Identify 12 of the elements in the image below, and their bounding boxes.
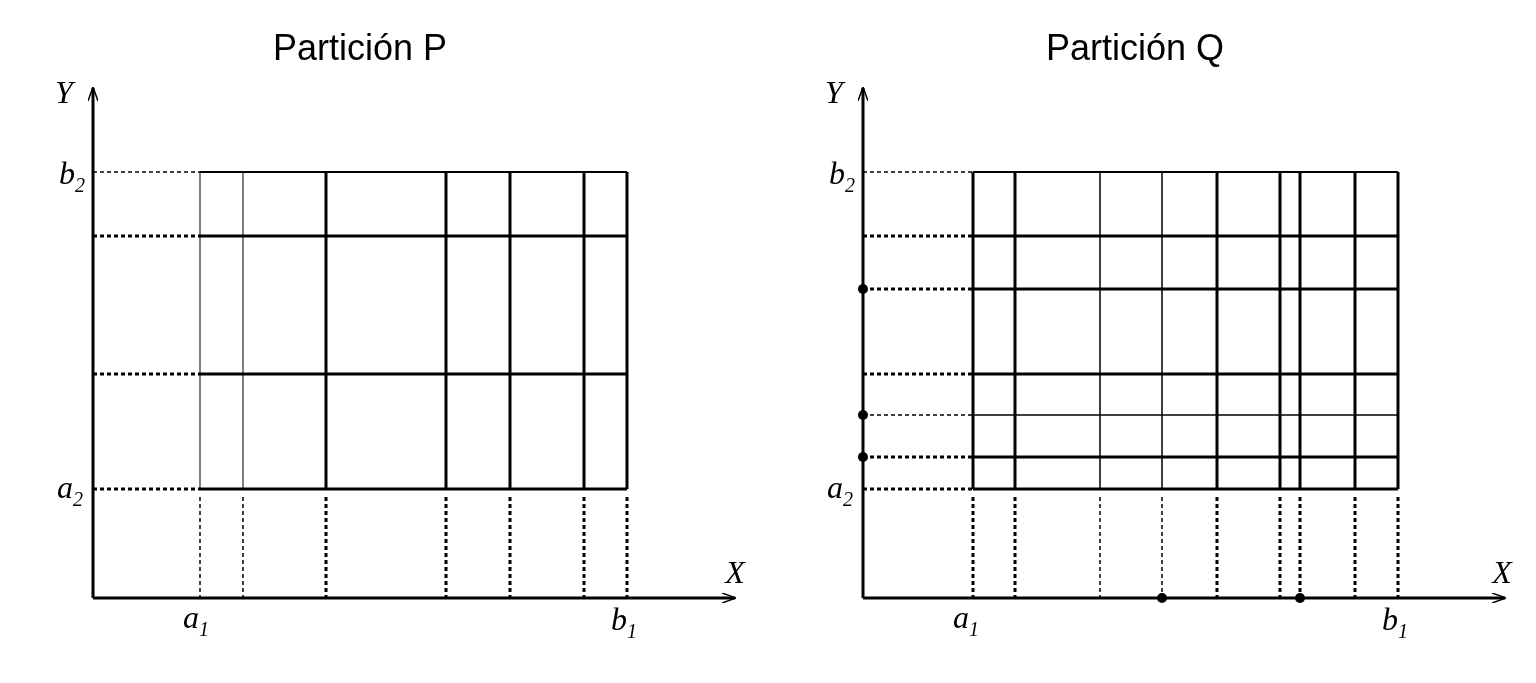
tick-label: b$_{1}$ [1382,603,1408,641]
tick-label: b$_{2}$ [829,157,855,195]
axis-label: X [1492,556,1512,588]
tick-label: b$_{1}$ [611,603,637,641]
tick-label: a$_{1}$ [183,601,209,639]
panel-title: Partición Q [1045,30,1225,66]
axis-label: X [725,556,745,588]
tick-label: b$_{2}$ [59,157,85,195]
tick-label: a$_{2}$ [57,471,83,509]
tick-label: a$_{1}$ [953,601,979,639]
panel-title: Partición P [272,30,448,66]
tick-label: a$_{2}$ [827,471,853,509]
